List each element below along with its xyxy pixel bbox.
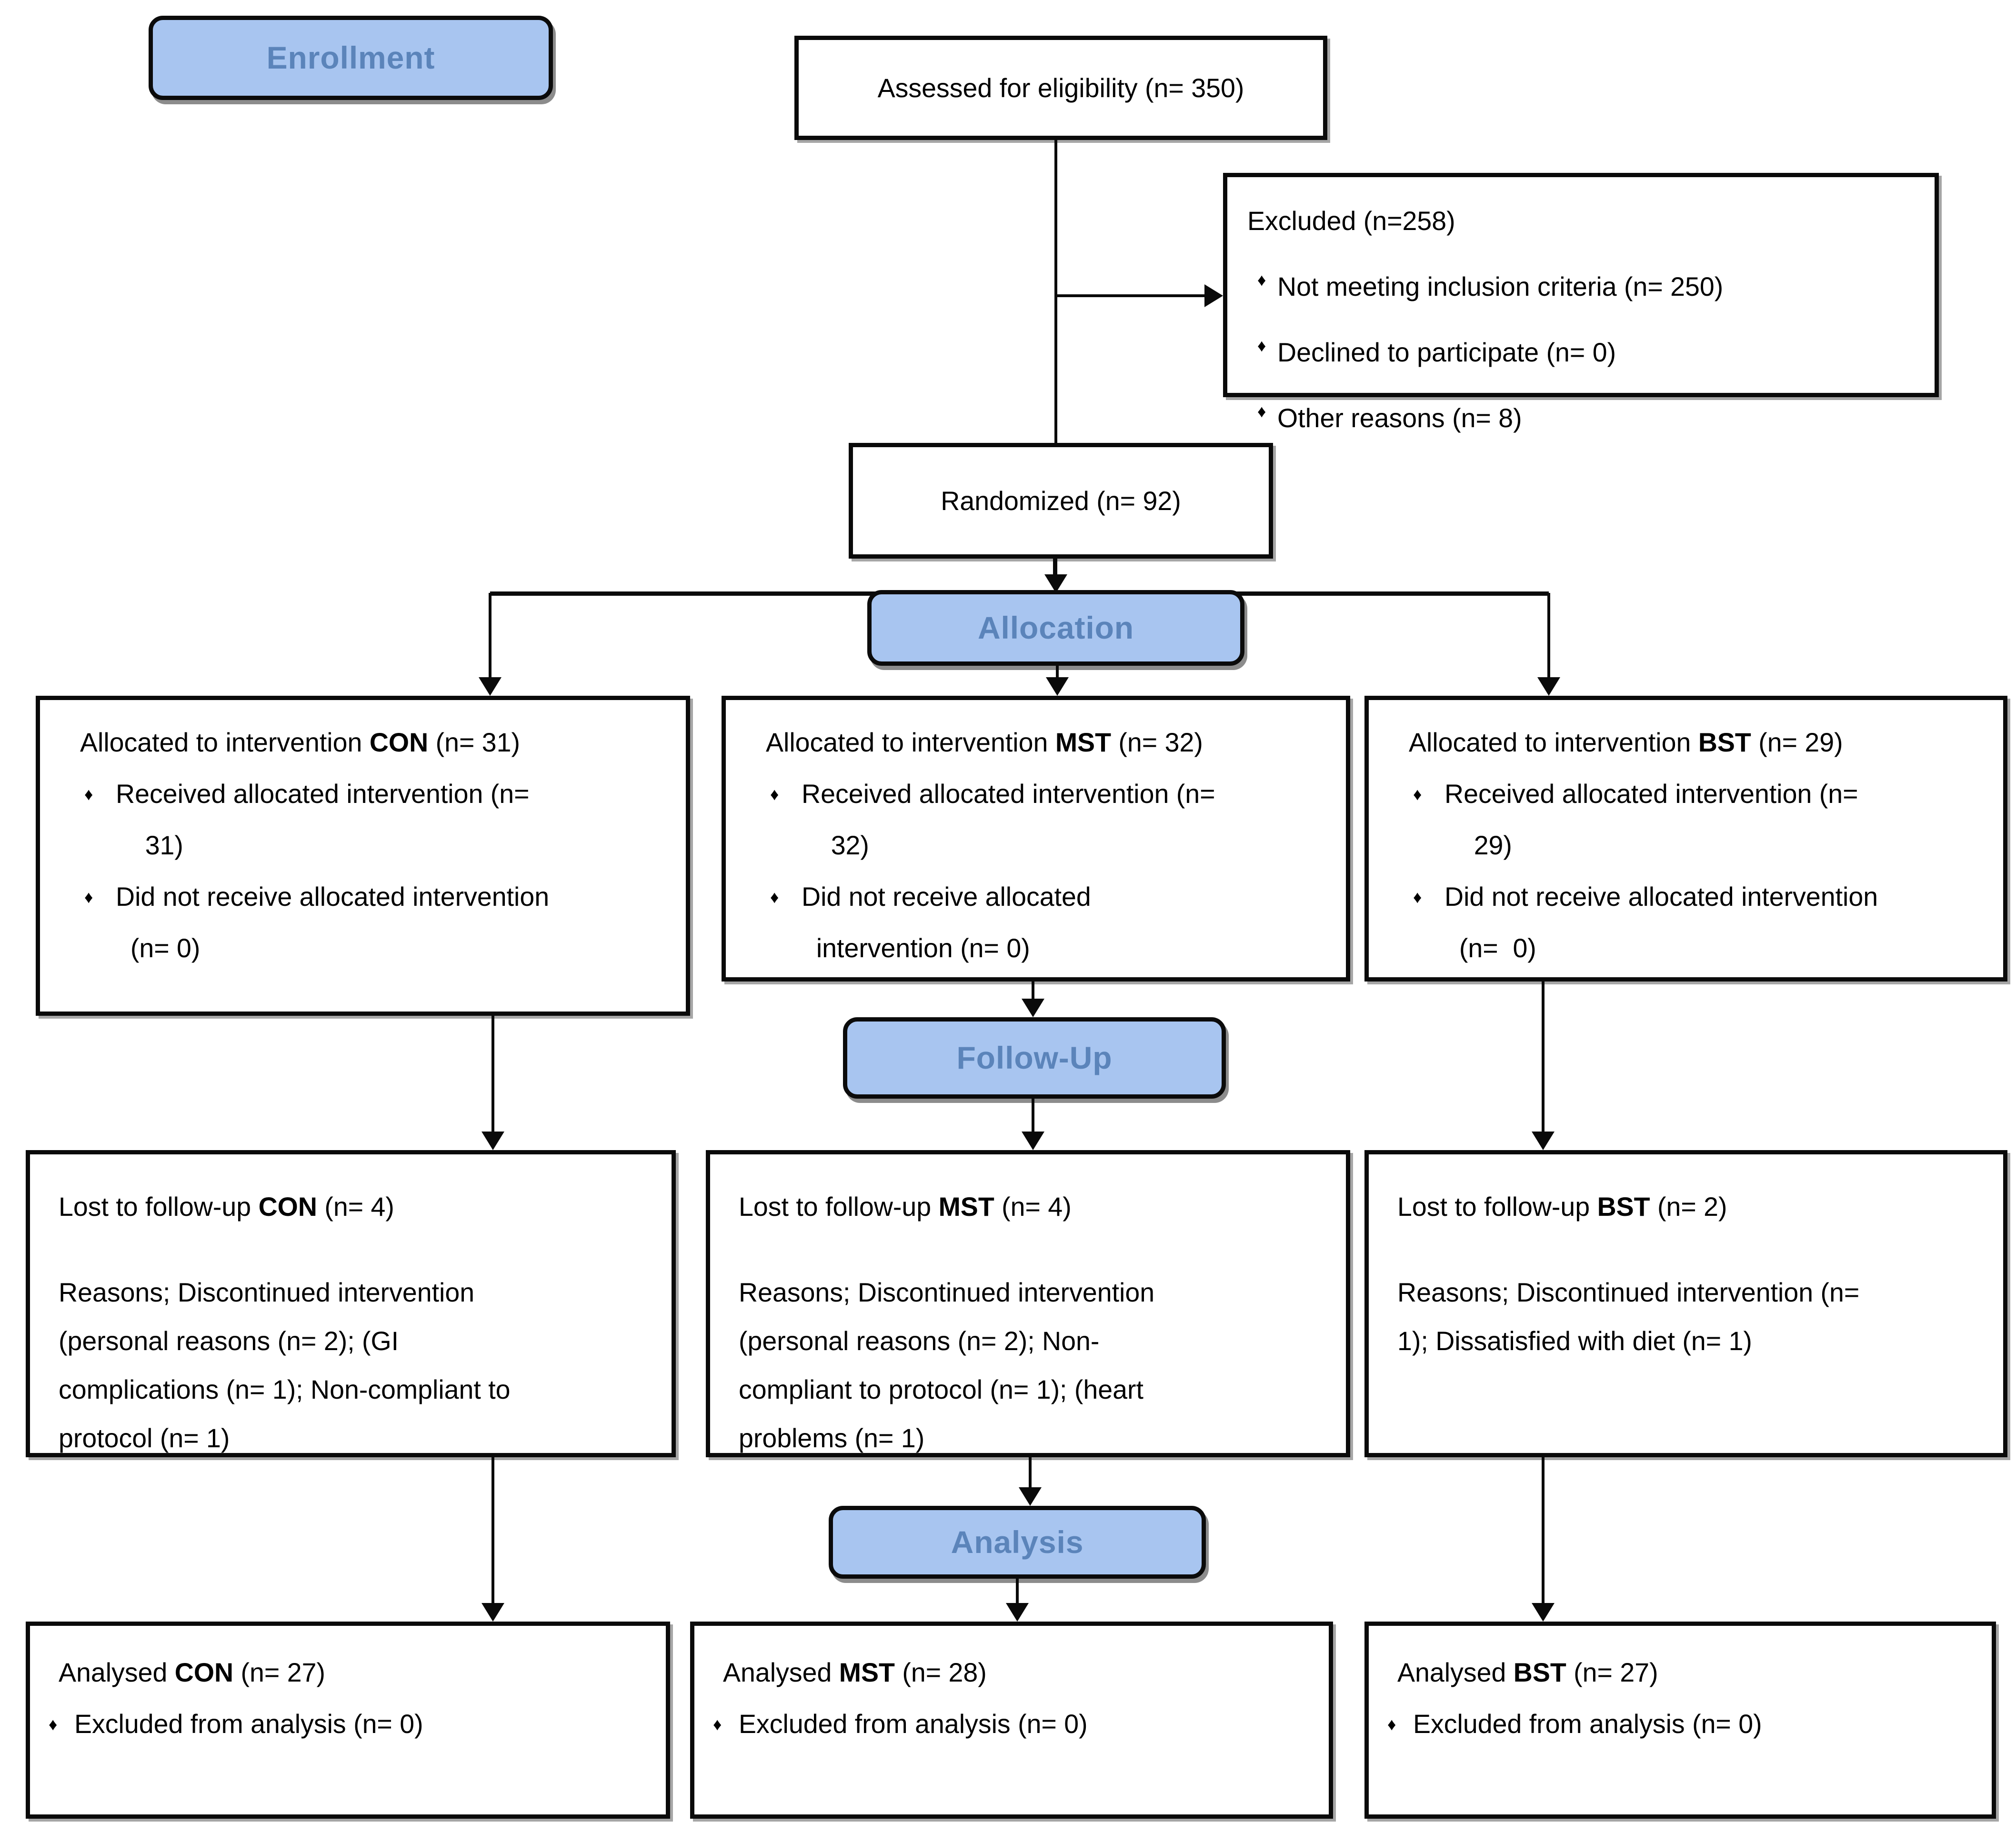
allocated-mst-title: Allocated to intervention MST (n= 32) bbox=[766, 727, 1203, 757]
arrow-lost-mst-to-analysis bbox=[1018, 1457, 1043, 1506]
analysed-con-title: Analysed CON (n= 27) bbox=[59, 1657, 325, 1687]
analysed-mst-title: Analysed MST (n= 28) bbox=[723, 1657, 987, 1687]
allocated-bst-bullet-received: ♦ Received allocated intervention (n= 29… bbox=[1413, 769, 1975, 871]
stage-label-enrollment-text: Enrollment bbox=[266, 39, 435, 75]
excluded-bullet-text: Not meeting inclusion criteria (n= 250) bbox=[1277, 271, 1724, 301]
box-analysed-bst: Analysed BST (n= 27) ♦ Excluded from ana… bbox=[1364, 1622, 1996, 1819]
stage-label-follow-up-text: Follow-Up bbox=[956, 1039, 1113, 1075]
box-analysed-con: Analysed CON (n= 27) ♦ Excluded from ana… bbox=[26, 1622, 670, 1819]
bullet-diamond-icon: ♦ bbox=[770, 887, 779, 907]
box-lost-bst: Lost to follow-up BST (n= 2) Reasons; Di… bbox=[1364, 1150, 2007, 1457]
excluded-title: Excluded (n=258) bbox=[1247, 206, 1455, 236]
excluded-bullet-other: ♦ Other reasons (n= 8) bbox=[1247, 400, 1915, 437]
lost-bst-reasons: Reasons; Discontinued intervention (n= 1… bbox=[1397, 1277, 1860, 1356]
bullet-diamond-icon: ♦ bbox=[1413, 784, 1422, 804]
arrow-branch-to-bst bbox=[1537, 593, 1561, 696]
arrow-followup-to-lost-mst bbox=[1021, 1099, 1045, 1150]
allocated-con-title: Allocated to intervention CON (n= 31) bbox=[80, 727, 521, 757]
allocated-mst-bullet-not-received: ♦ Did not receive allocated intervention… bbox=[770, 871, 1317, 974]
box-assessed: Assessed for eligibility (n= 350) bbox=[794, 36, 1327, 140]
stage-label-allocation: Allocation bbox=[867, 590, 1244, 666]
assessed-text: Assessed for eligibility (n= 350) bbox=[877, 72, 1244, 102]
lost-mst-title: Lost to follow-up MST (n= 4) bbox=[739, 1192, 1072, 1222]
arrow-to-excluded bbox=[1057, 284, 1223, 308]
stage-label-analysis-text: Analysis bbox=[951, 1523, 1084, 1560]
excluded-bullet-text: Other reasons (n= 8) bbox=[1277, 403, 1522, 433]
bullet-diamond-icon: ♦ bbox=[84, 784, 93, 804]
arrow-lost-bst-to-analysed bbox=[1531, 1457, 1555, 1622]
lost-con-title: Lost to follow-up CON (n= 4) bbox=[59, 1192, 394, 1222]
bullet-diamond-icon: ♦ bbox=[84, 887, 93, 907]
bullet-diamond-icon: ♦ bbox=[713, 1714, 722, 1734]
arrow-branch-to-con bbox=[478, 593, 502, 696]
analysed-mst-bullet-excluded: ♦ Excluded from analysis (n= 0) bbox=[713, 1703, 1303, 1746]
allocated-bst-bullet-not-received: ♦ Did not receive allocated intervention… bbox=[1413, 871, 1975, 974]
lost-bst-title: Lost to follow-up BST (n= 2) bbox=[1397, 1192, 1727, 1222]
analysed-con-bullet-excluded: ♦ Excluded from analysis (n= 0) bbox=[49, 1703, 640, 1746]
arrow-allocation-to-mst bbox=[1045, 666, 1070, 696]
bullet-diamond-icon: ♦ bbox=[49, 1714, 58, 1734]
excluded-bullet-not-meeting-criteria: ♦ Not meeting inclusion criteria (n= 250… bbox=[1247, 269, 1915, 306]
bullet-diamond-icon: ♦ bbox=[1257, 270, 1266, 290]
stage-label-enrollment: Enrollment bbox=[149, 16, 553, 100]
randomized-text: Randomized (n= 92) bbox=[941, 485, 1181, 515]
analysed-bst-bullet-excluded: ♦ Excluded from analysis (n= 0) bbox=[1387, 1703, 1966, 1746]
arrow-mst-to-followup bbox=[1021, 982, 1045, 1017]
analysed-bst-title: Analysed BST (n= 27) bbox=[1397, 1657, 1658, 1687]
lost-mst-reasons: Reasons; Discontinued intervention (pers… bbox=[739, 1277, 1155, 1453]
arrow-lost-con-to-analysed bbox=[481, 1457, 505, 1622]
stage-label-follow-up: Follow-Up bbox=[843, 1017, 1226, 1099]
arrow-bst-to-lost bbox=[1531, 982, 1555, 1150]
lost-con-reasons: Reasons; Discontinued intervention (pers… bbox=[59, 1277, 511, 1453]
bullet-diamond-icon: ♦ bbox=[1387, 1714, 1396, 1734]
allocated-con-bullet-not-received: ♦ Did not receive allocated intervention… bbox=[84, 871, 657, 974]
arrow-randomized-to-allocation bbox=[1043, 559, 1067, 593]
excluded-bullet-text: Declined to participate (n= 0) bbox=[1277, 337, 1616, 367]
bullet-diamond-icon: ♦ bbox=[770, 784, 779, 804]
box-excluded: Excluded (n=258) ♦ Not meeting inclusion… bbox=[1223, 173, 1939, 433]
box-lost-con: Lost to follow-up CON (n= 4) Reasons; Di… bbox=[26, 1150, 676, 1457]
box-allocated-bst: Allocated to intervention BST (n= 29) ♦ … bbox=[1364, 696, 2007, 982]
bullet-diamond-icon: ♦ bbox=[1257, 336, 1266, 356]
arrow-analysis-to-analysed-mst bbox=[1005, 1579, 1030, 1622]
allocated-mst-bullet-received: ♦ Received allocated intervention (n= 32… bbox=[770, 769, 1317, 871]
stage-label-analysis: Analysis bbox=[829, 1506, 1206, 1579]
connector-assessed-to-randomized bbox=[1053, 140, 1058, 443]
box-randomized: Randomized (n= 92) bbox=[849, 443, 1273, 559]
box-lost-mst: Lost to follow-up MST (n= 4) Reasons; Di… bbox=[706, 1150, 1350, 1457]
excluded-bullet-declined: ♦ Declined to participate (n= 0) bbox=[1247, 334, 1915, 371]
allocated-bst-title: Allocated to intervention BST (n= 29) bbox=[1409, 727, 1843, 757]
box-allocated-con: Allocated to intervention CON (n= 31) ♦ … bbox=[36, 696, 690, 1016]
allocated-con-bullet-received: ♦ Received allocated intervention (n= 31… bbox=[84, 769, 657, 871]
box-analysed-mst: Analysed MST (n= 28) ♦ Excluded from ana… bbox=[690, 1622, 1333, 1819]
bullet-diamond-icon: ♦ bbox=[1257, 401, 1266, 421]
arrow-con-to-lost bbox=[481, 1016, 505, 1150]
stage-label-allocation-text: Allocation bbox=[977, 609, 1134, 645]
box-allocated-mst: Allocated to intervention MST (n= 32) ♦ … bbox=[722, 696, 1350, 982]
bullet-diamond-icon: ♦ bbox=[1413, 887, 1422, 907]
